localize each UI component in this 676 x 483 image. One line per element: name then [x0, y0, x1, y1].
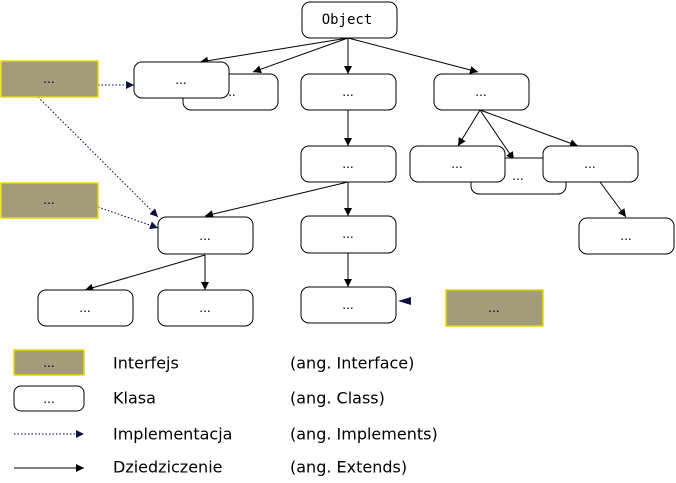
svg-text:...: ...	[79, 301, 90, 315]
legend-implements-english: (ang. Implements)	[290, 425, 438, 444]
svg-text:Object: Object	[322, 12, 373, 28]
extends-edges	[84, 37, 627, 292]
class-node-m[interactable]: ...	[157, 289, 254, 327]
svg-text:...: ...	[199, 301, 210, 315]
class-node-h[interactable]: ...	[542, 145, 639, 183]
interface-node-2[interactable]: ...	[0, 182, 99, 219]
edge-d-to-h	[479, 109, 579, 147]
svg-text:...: ...	[199, 229, 210, 243]
class-node-d[interactable]: ...	[433, 73, 530, 111]
class-node-a[interactable]: ...	[133, 61, 230, 99]
legend-extends: Dziedziczenie (ang. Extends)	[14, 458, 407, 477]
legend-implements: Implementacja (ang. Implements)	[14, 425, 438, 444]
class-node-i[interactable]: ...	[578, 217, 675, 255]
svg-text:...: ...	[342, 85, 353, 99]
edge-object-to-class-d	[347, 37, 479, 74]
edge-object-to-class-a	[199, 37, 349, 65]
floating-arrowhead	[398, 297, 411, 305]
svg-text:...: ...	[175, 73, 186, 87]
svg-text:...: ...	[451, 157, 462, 171]
edge-h-to-i	[599, 181, 627, 218]
impl-edge-3	[97, 206, 159, 230]
class-node-f[interactable]: ...	[409, 145, 506, 183]
class-node-c[interactable]: ...	[300, 73, 397, 111]
legend-extends-english: (ang. Extends)	[290, 458, 407, 477]
svg-text:...: ...	[488, 301, 499, 315]
svg-text:...: ...	[43, 392, 54, 406]
legend-class-english: (ang. Class)	[290, 389, 385, 408]
impl-edge-2	[37, 96, 159, 218]
root-class-object[interactable]: Object	[301, 1, 398, 39]
class-node-l[interactable]: ...	[37, 289, 134, 327]
legend-interface-swatch	[13, 349, 85, 376]
legend-interface-english: (ang. Interface)	[290, 354, 414, 373]
legend-class: ... Klasa (ang. Class)	[13, 385, 385, 412]
svg-text:...: ...	[512, 169, 523, 183]
edge-object-to-class-b	[252, 37, 349, 74]
edge-e-to-j	[204, 181, 349, 219]
class-node-j[interactable]: ...	[157, 216, 254, 255]
legend-extends-label: Dziedziczenie	[113, 458, 222, 477]
svg-text:...: ...	[475, 85, 486, 99]
svg-text:...: ...	[342, 227, 353, 241]
svg-text:...: ...	[43, 72, 54, 86]
svg-text:...: ...	[224, 85, 235, 99]
legend-implements-label: Implementacja	[113, 425, 232, 444]
svg-text:...: ...	[620, 229, 631, 243]
edge-j-to-l	[84, 254, 206, 292]
legend-class-swatch	[13, 385, 85, 412]
edge-d-to-g	[479, 109, 515, 161]
svg-text:...: ...	[43, 193, 54, 207]
class-node-k[interactable]: ...	[300, 215, 397, 254]
svg-text:...: ...	[43, 356, 54, 370]
class-node-e[interactable]: ...	[300, 145, 397, 183]
legend-interface: ... Interfejs (ang. Interface)	[13, 349, 414, 376]
interface-node-1[interactable]: ...	[0, 60, 99, 98]
implements-edges	[37, 81, 159, 230]
edge-d-to-f	[457, 109, 481, 147]
svg-text:...: ...	[342, 157, 353, 171]
class-node-n[interactable]: ...	[300, 286, 397, 324]
legend-class-label: Klasa	[113, 389, 156, 408]
svg-text:...: ...	[584, 157, 595, 171]
svg-text:...: ...	[342, 298, 353, 312]
legend: ... Interfejs (ang. Interface) ... Klasa…	[13, 349, 438, 477]
legend-interface-label: Interfejs	[113, 354, 179, 373]
interface-node-3[interactable]: ...	[445, 289, 544, 327]
